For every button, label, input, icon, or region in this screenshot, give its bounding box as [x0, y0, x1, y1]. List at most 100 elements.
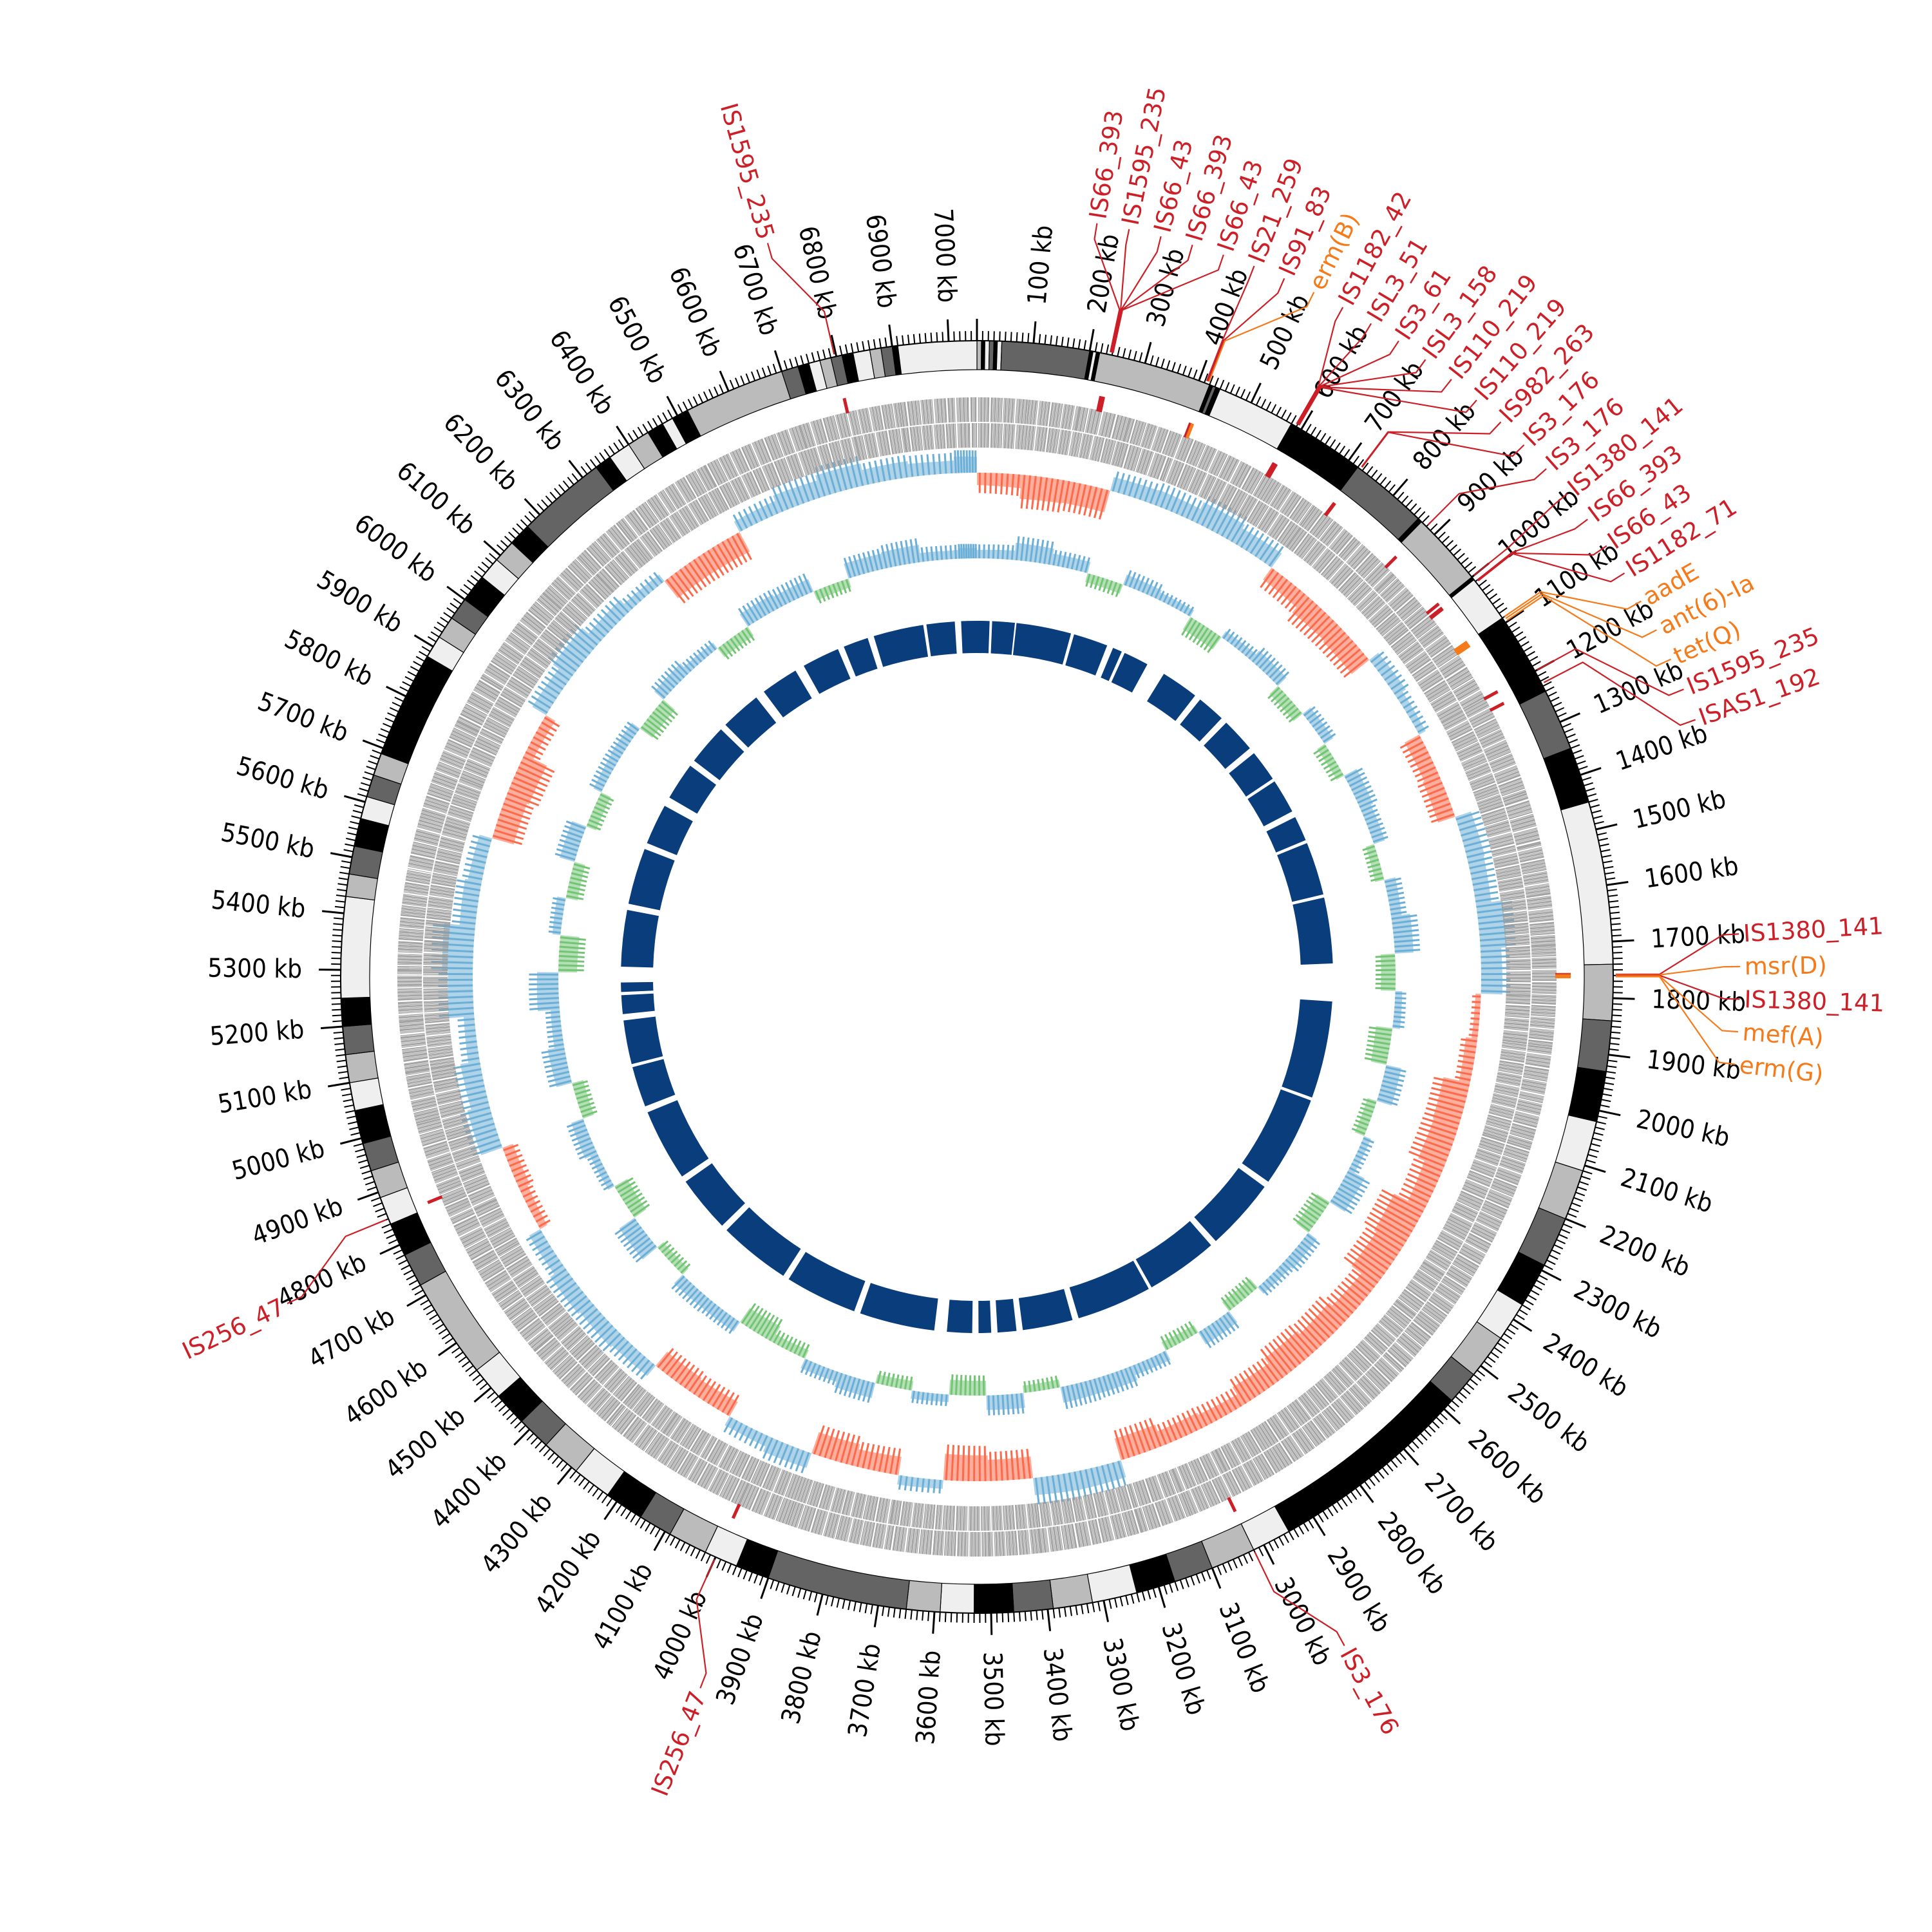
gene-forward: [1435, 1288, 1457, 1303]
gene-forward: [1530, 1020, 1555, 1024]
gene-forward: [1258, 477, 1271, 499]
gene-forward: [1514, 832, 1539, 840]
block: [1266, 817, 1306, 853]
gene-forward: [985, 397, 987, 422]
wiggle-spike: [741, 1303, 757, 1324]
wiggle-spike: [1280, 700, 1293, 713]
wiggle-spike: [564, 1291, 584, 1308]
gene-forward: [1448, 1269, 1470, 1283]
wiggle-spike: [1196, 1406, 1208, 1426]
gene-forward: [1135, 1508, 1144, 1533]
wiggle-spike: [726, 538, 743, 565]
wiggle-spike: [799, 477, 810, 502]
gene-forward: [1284, 1438, 1299, 1460]
wiggle-spike: [661, 700, 679, 716]
gene-forward: [1426, 636, 1447, 652]
wiggle-spike: [1010, 1394, 1015, 1415]
wiggle-spike: [598, 797, 612, 806]
block: [669, 765, 717, 814]
gene-forward: [1346, 544, 1363, 563]
gene-forward: [1238, 465, 1251, 488]
gene-forward: [876, 1523, 882, 1548]
gene-forward: [818, 1511, 826, 1535]
gene-forward: [1133, 1509, 1142, 1533]
wiggle-spike: [560, 936, 586, 941]
gene-forward: [1477, 726, 1500, 737]
gene-forward: [1417, 625, 1438, 641]
wiggle-spike: [876, 549, 884, 570]
block-track: [621, 621, 1333, 1333]
gene-forward: [1119, 416, 1126, 441]
wiggle-spike: [1304, 1312, 1331, 1338]
wiggle-spike: [900, 540, 906, 565]
gene-forward: [1461, 1247, 1483, 1261]
wiggle-spike: [718, 646, 730, 660]
gene-forward: [1063, 1525, 1068, 1549]
gene-forward: [1403, 606, 1423, 623]
gene-forward: [1456, 685, 1479, 699]
gene-forward: [1521, 1083, 1546, 1089]
gene-forward: [1129, 1510, 1137, 1535]
gene-forward: [943, 1531, 947, 1556]
gene-forward: [1516, 1108, 1540, 1116]
wiggle-spike: [600, 761, 614, 771]
gene-forward: [1079, 407, 1085, 432]
gene-forward: [996, 397, 998, 422]
gene-forward: [1331, 1404, 1347, 1424]
wiggle-spike: [886, 458, 891, 480]
wiggle-spike: [635, 1359, 650, 1376]
gene-forward: [1492, 1184, 1515, 1195]
gene-forward: [724, 1477, 736, 1499]
gene-forward: [1514, 1115, 1539, 1122]
gene-forward: [1059, 1526, 1063, 1551]
gene-forward: [1331, 530, 1347, 550]
wiggle-spike: [1141, 578, 1150, 593]
wiggle-spike: [600, 609, 618, 625]
wiggle-spike: [1211, 504, 1227, 531]
gene-forward: [1497, 775, 1521, 784]
gene-forward: [1058, 403, 1063, 428]
wiggle-spike: [1297, 1319, 1322, 1346]
gene-forward: [1530, 1028, 1555, 1031]
block: [1018, 1289, 1073, 1331]
wiggle-spike: [531, 695, 551, 709]
gene-forward: [1032, 400, 1037, 425]
gene-forward: [1171, 434, 1181, 458]
wiggle-spike: [777, 484, 789, 510]
gene-forward: [397, 966, 422, 968]
gene-forward: [1524, 1068, 1549, 1073]
wiggle-spike: [546, 1070, 570, 1078]
gene-forward: [1037, 1528, 1042, 1553]
wiggle-spike: [1323, 761, 1337, 770]
wiggle-spike: [800, 1359, 808, 1374]
gene-forward: [1399, 1336, 1419, 1354]
gene-forward: [1168, 433, 1178, 457]
gene-forward: [773, 1497, 783, 1520]
wiggle-spike: [1188, 1321, 1197, 1334]
wiggle-spike: [1160, 1336, 1169, 1350]
gene-forward: [1493, 1180, 1517, 1190]
wiggle-spike: [1272, 1338, 1297, 1368]
wiggle-spike: [702, 553, 720, 579]
wiggle-spike: [1479, 925, 1515, 931]
wiggle-spike: [529, 1235, 545, 1247]
gene-forward: [1531, 942, 1556, 945]
gene-forward: [1501, 787, 1526, 797]
gene-forward: [1034, 1529, 1037, 1554]
gene-forward: [1147, 425, 1156, 450]
gene-forward: [816, 1510, 824, 1535]
gene-forward: [1316, 518, 1332, 538]
gene-forward: [1519, 855, 1544, 862]
wiggle-spike: [1248, 649, 1258, 659]
gene-forward: [1159, 429, 1168, 453]
gene-forward: [1135, 421, 1144, 446]
wiggle-spike: [1313, 744, 1327, 755]
wiggle-spike: [588, 819, 603, 827]
gene-forward: [1180, 1493, 1191, 1517]
wiggle-spike: [617, 1181, 636, 1193]
gene-forward: [843, 1517, 849, 1541]
wiggle-spike: [723, 1417, 734, 1433]
wiggle-spike: [1233, 637, 1243, 648]
wiggle-spike: [1275, 671, 1290, 685]
gene-forward: [831, 1514, 839, 1539]
